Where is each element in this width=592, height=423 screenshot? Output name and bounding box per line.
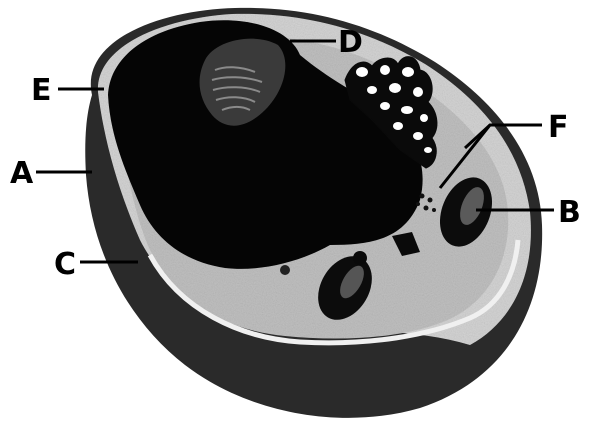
label-D: D <box>338 25 363 60</box>
small-vesicle <box>353 251 367 265</box>
label-A: A <box>10 156 34 191</box>
label-E: E <box>31 73 52 108</box>
label-B: B <box>558 195 581 230</box>
small-vesicle-2 <box>280 265 290 275</box>
label-C: C <box>54 247 76 282</box>
label-F: F <box>548 110 569 145</box>
